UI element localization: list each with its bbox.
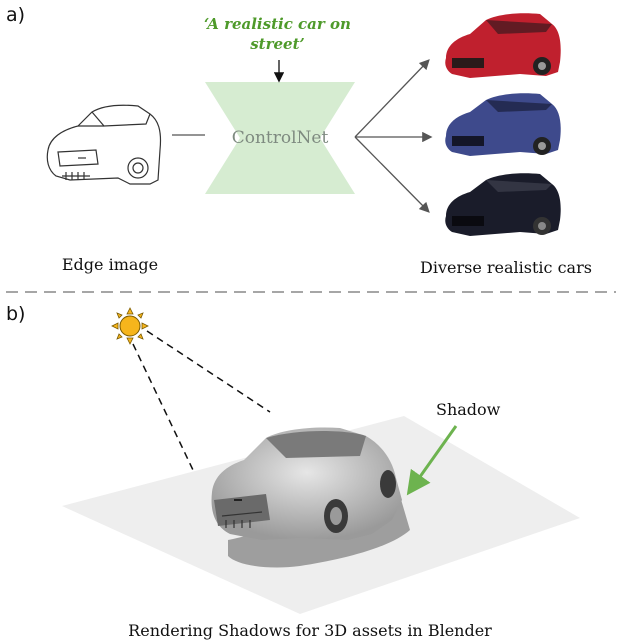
shadow-label: Shadow bbox=[436, 400, 501, 419]
controlnet-label: ControlNet bbox=[231, 128, 329, 148]
diverse-cars-caption: Diverse realistic cars bbox=[420, 258, 592, 277]
edge-image-caption: Edge image bbox=[61, 255, 159, 274]
sun-icon bbox=[111, 307, 149, 345]
edge-image-car-sketch bbox=[46, 104, 162, 185]
panel-b-label: b) bbox=[6, 303, 26, 325]
blender-caption: Rendering Shadows for 3D assets in Blend… bbox=[128, 621, 492, 640]
shadow-arrow bbox=[406, 425, 458, 496]
controlnet-block bbox=[205, 82, 355, 194]
output-car-black bbox=[445, 173, 561, 236]
output-car-blue bbox=[445, 93, 561, 156]
text-prompt: ‘A realistic car on street’ bbox=[204, 15, 351, 53]
gray-3d-car bbox=[211, 427, 402, 540]
light-rays bbox=[132, 330, 271, 471]
output-arrows bbox=[354, 59, 433, 213]
output-car-red bbox=[445, 13, 561, 78]
panel-a-label: a) bbox=[6, 4, 26, 26]
